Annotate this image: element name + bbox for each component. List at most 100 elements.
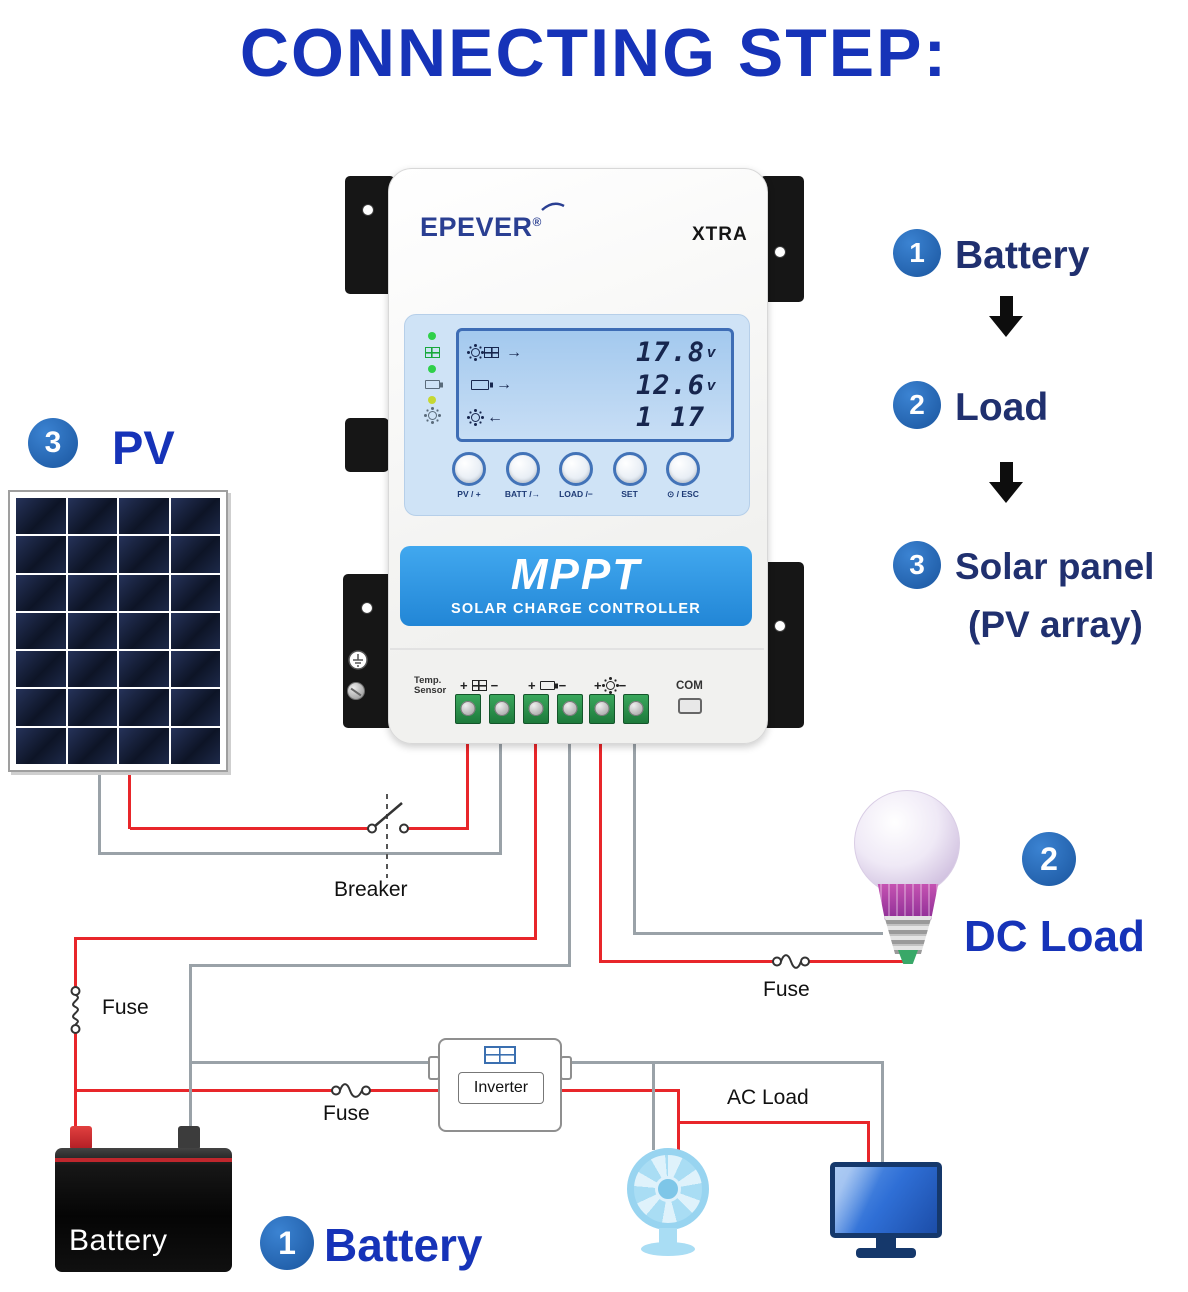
ground-screw: [347, 682, 365, 700]
bulb-contact-tip: [898, 950, 918, 964]
minus-sign: −: [618, 678, 627, 693]
wire-pv-positive-v: [466, 722, 469, 829]
wire-monitor-red-v: [867, 1121, 870, 1165]
set-button: [612, 452, 647, 486]
battery-icon: [471, 380, 489, 390]
fuse-inverter-symbol: [331, 1083, 371, 1098]
set-button-label: SET: [621, 489, 638, 499]
load-value: 1 17: [635, 402, 705, 433]
wire-load-positive-v: [599, 722, 602, 963]
mount-hole: [774, 620, 786, 632]
com-port: [678, 698, 702, 714]
batt-button: [505, 452, 540, 486]
down-arrow-icon: [989, 462, 1023, 503]
flow-arrow: ←: [487, 408, 503, 426]
step-2-label: Load: [955, 386, 1049, 429]
epever-brand-text: EPEVER: [420, 212, 533, 242]
lcd-row-battery: → 12.6 v: [471, 370, 719, 401]
flow-arrow: →: [506, 343, 522, 361]
lamp-icon: [471, 413, 480, 422]
com-label: COM: [676, 680, 703, 692]
terminal-pv-minus: [489, 694, 515, 724]
load-led: [428, 396, 436, 404]
pv-panel-icon: [484, 347, 499, 358]
inverter-label-box: Inverter: [458, 1072, 544, 1104]
page-title: CONNECTING STEP:: [239, 15, 949, 91]
dc-load-badge: 2: [1022, 832, 1076, 886]
bulb-screw-base: [884, 916, 932, 954]
epever-logo-mark: [541, 202, 565, 211]
lcd-display: → 17.8 v → 12.6 v ← 1 17: [456, 328, 734, 442]
battery-step-badge: 1: [260, 1216, 314, 1270]
fuse-battery-symbol: [70, 986, 81, 1034]
wire-batt-positive-v2a: [74, 937, 77, 989]
monitor-base: [856, 1248, 916, 1258]
wire-batt-positive-v2b: [74, 1033, 77, 1130]
fuse-load-symbol: [772, 954, 810, 969]
dc-load-label: DC Load: [964, 912, 1145, 961]
mount-hole: [361, 602, 373, 614]
load-button-label: LOAD /−: [559, 489, 593, 499]
fuse-inverter-label: Fuse: [323, 1102, 370, 1125]
terminal-batt-minus: [557, 694, 583, 724]
lcd-row-load: ← 1 17: [471, 402, 719, 433]
pv-step-badge: 3: [28, 418, 78, 468]
terminal-batt-plus: [523, 694, 549, 724]
wire-inverter-pos-h2: [369, 1089, 440, 1092]
pv-terminal-label: + −: [460, 678, 498, 693]
minus-sign: −: [490, 678, 499, 693]
flow-arrow: →: [496, 376, 512, 393]
down-arrow-icon: [989, 296, 1023, 337]
wire-batt-positive-h: [74, 937, 537, 940]
body-seam: [390, 648, 764, 650]
mount-bracket-left-mid: [345, 418, 389, 472]
mount-bracket-left-top: [345, 176, 395, 294]
mount-hole: [362, 204, 374, 216]
wire-inverter-pos-h1: [74, 1089, 333, 1092]
lcd-row-pv: → 17.8 v: [471, 337, 719, 368]
battery-negative-terminal: [178, 1126, 200, 1150]
ac-load-label: AC Load: [727, 1086, 809, 1109]
wire-load-negative-h: [633, 932, 883, 935]
battery-led: [428, 365, 436, 373]
wire-pv-positive-panel: [128, 772, 131, 829]
plus-sign: +: [460, 678, 468, 693]
step-3-label: Solar panel: [955, 546, 1155, 587]
battery-stripe: [55, 1158, 232, 1162]
fan-neck: [659, 1228, 677, 1244]
battery-device: Battery: [55, 1148, 232, 1272]
mount-hole: [774, 246, 786, 258]
wire-pv-negative-panel: [98, 772, 101, 855]
battery-voltage-value: 12.6: [635, 369, 705, 401]
wire-ac-out-h1: [562, 1089, 679, 1092]
ground-icon: [348, 650, 368, 670]
load-terminal-icon: [605, 681, 615, 690]
battery-voltage-unit: v: [707, 376, 716, 394]
step-3-badge: 3: [893, 541, 941, 589]
solar-panel: [8, 490, 228, 772]
battery-terminal-icon: [539, 681, 555, 690]
mount-bracket-left-bottom: [343, 574, 395, 728]
fan-base: [641, 1242, 695, 1256]
pv-led: [428, 332, 436, 340]
step-1-badge: 1: [893, 229, 941, 277]
model-label: XTRA: [692, 224, 748, 245]
load-terminal-label: + −: [594, 678, 626, 693]
mppt-title: MPPT: [510, 550, 642, 599]
registered-mark: ®: [532, 215, 542, 229]
wire-batt-negative-h: [189, 964, 571, 967]
battery-positive-terminal: [70, 1126, 92, 1150]
status-indicators: [414, 332, 450, 420]
mppt-band: MPPT SOLAR CHARGE CONTROLLER: [400, 546, 752, 626]
sun-icon: [471, 348, 480, 357]
wire-pv-negative-h: [99, 852, 502, 855]
wire-load-positive-h1: [599, 960, 775, 963]
wire-monitor-gray-v: [881, 1061, 884, 1165]
pv-indicator-icon: [424, 347, 440, 358]
esc-button: [666, 452, 700, 486]
pv-voltage-unit: v: [707, 344, 716, 361]
step-1-label: Battery: [955, 234, 1090, 277]
fan-hub: [655, 1176, 681, 1202]
inverter-panel-icon: [484, 1046, 516, 1064]
